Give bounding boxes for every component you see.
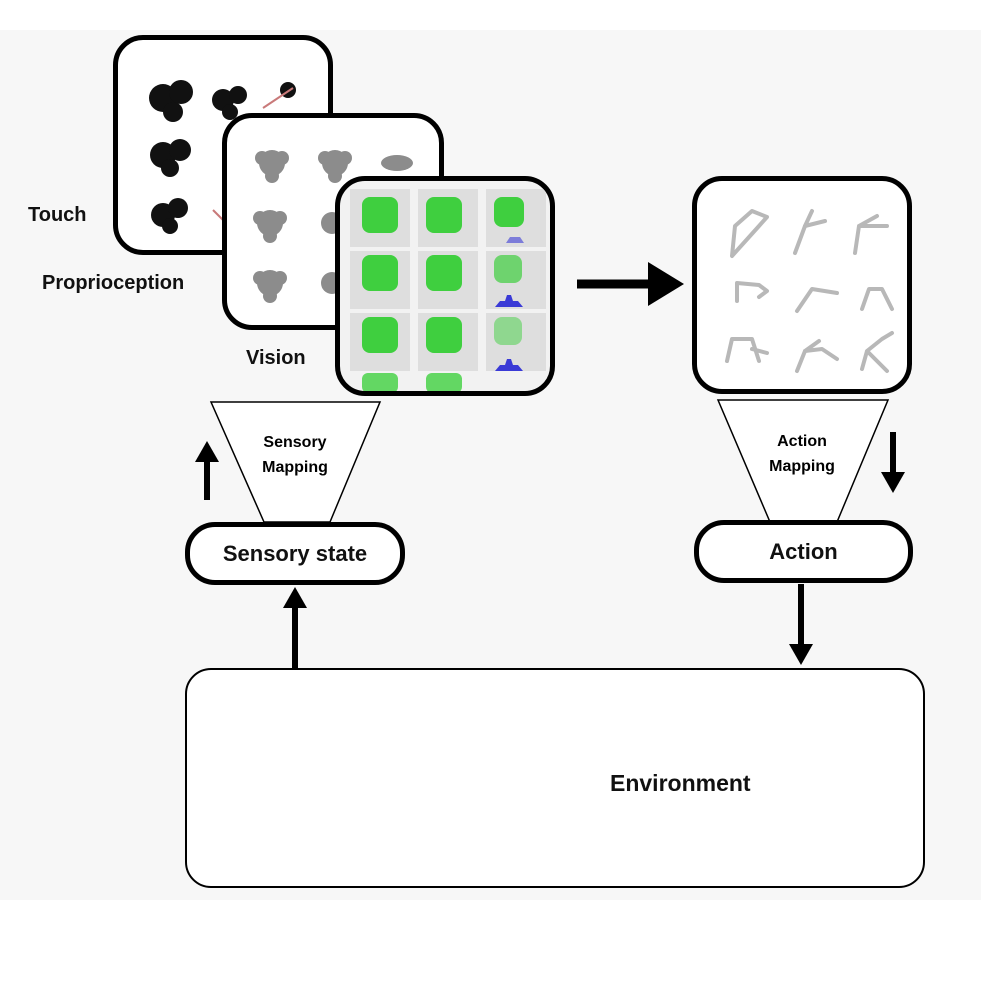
vision-green-blob xyxy=(362,255,398,291)
vision-green-blob xyxy=(494,317,522,345)
action-stick xyxy=(735,281,769,303)
action-panel xyxy=(692,176,912,394)
action-down-arrow xyxy=(881,432,905,493)
proprio-shape xyxy=(255,150,289,183)
vision-green-blob xyxy=(494,255,522,283)
vision-blue-mark xyxy=(506,237,524,243)
vision-green-blob xyxy=(362,197,398,233)
vision-to-action-arrow xyxy=(577,262,684,306)
vision-blue-mark xyxy=(495,295,523,307)
vision-green-blob xyxy=(426,197,462,233)
action-stick xyxy=(730,209,769,258)
proprio-shape xyxy=(381,155,413,171)
sensory-up-arrow xyxy=(195,441,219,500)
vision-green-blob xyxy=(362,317,398,353)
action-stick xyxy=(860,331,894,373)
vision-blue-mark xyxy=(495,359,523,371)
vision-panel xyxy=(335,176,555,396)
touch-shape xyxy=(149,80,193,122)
touch-shape xyxy=(212,86,247,120)
sensory-mapping-label: Sensory Mapping xyxy=(262,434,328,476)
action-node: Action xyxy=(694,520,913,583)
proprioception-thumbnails xyxy=(253,150,413,303)
action-stick xyxy=(860,287,894,311)
proprio-shape xyxy=(253,210,287,243)
action-stick xyxy=(795,339,839,373)
proprio-shape xyxy=(253,270,287,303)
action-mapping-label: Action Mapping xyxy=(769,433,835,475)
touch-shape xyxy=(151,198,188,234)
vision-green-blob xyxy=(426,317,462,353)
touch-thumbnails xyxy=(149,80,296,234)
action-stick xyxy=(725,337,769,363)
proprio-shape xyxy=(318,150,352,183)
environment-to-sensory-arrow xyxy=(283,587,307,668)
action-stick xyxy=(795,287,839,313)
vision-green-blob xyxy=(494,197,524,227)
action-thumbnails xyxy=(725,209,894,373)
vision-green-blob xyxy=(426,255,462,291)
sensory-state-node: Sensory state xyxy=(185,522,405,585)
touch-label: Touch xyxy=(28,204,87,226)
environment-label: Environment xyxy=(610,770,751,796)
action-to-environment-arrow xyxy=(789,584,813,665)
action-stick xyxy=(853,214,889,255)
vision-thumbnails xyxy=(350,189,546,391)
environment-box xyxy=(185,668,925,888)
touch-shape xyxy=(150,139,191,177)
action-stick xyxy=(793,209,827,255)
vision-label: Vision xyxy=(246,347,306,369)
proprioception-label: Proprioception xyxy=(42,272,185,294)
